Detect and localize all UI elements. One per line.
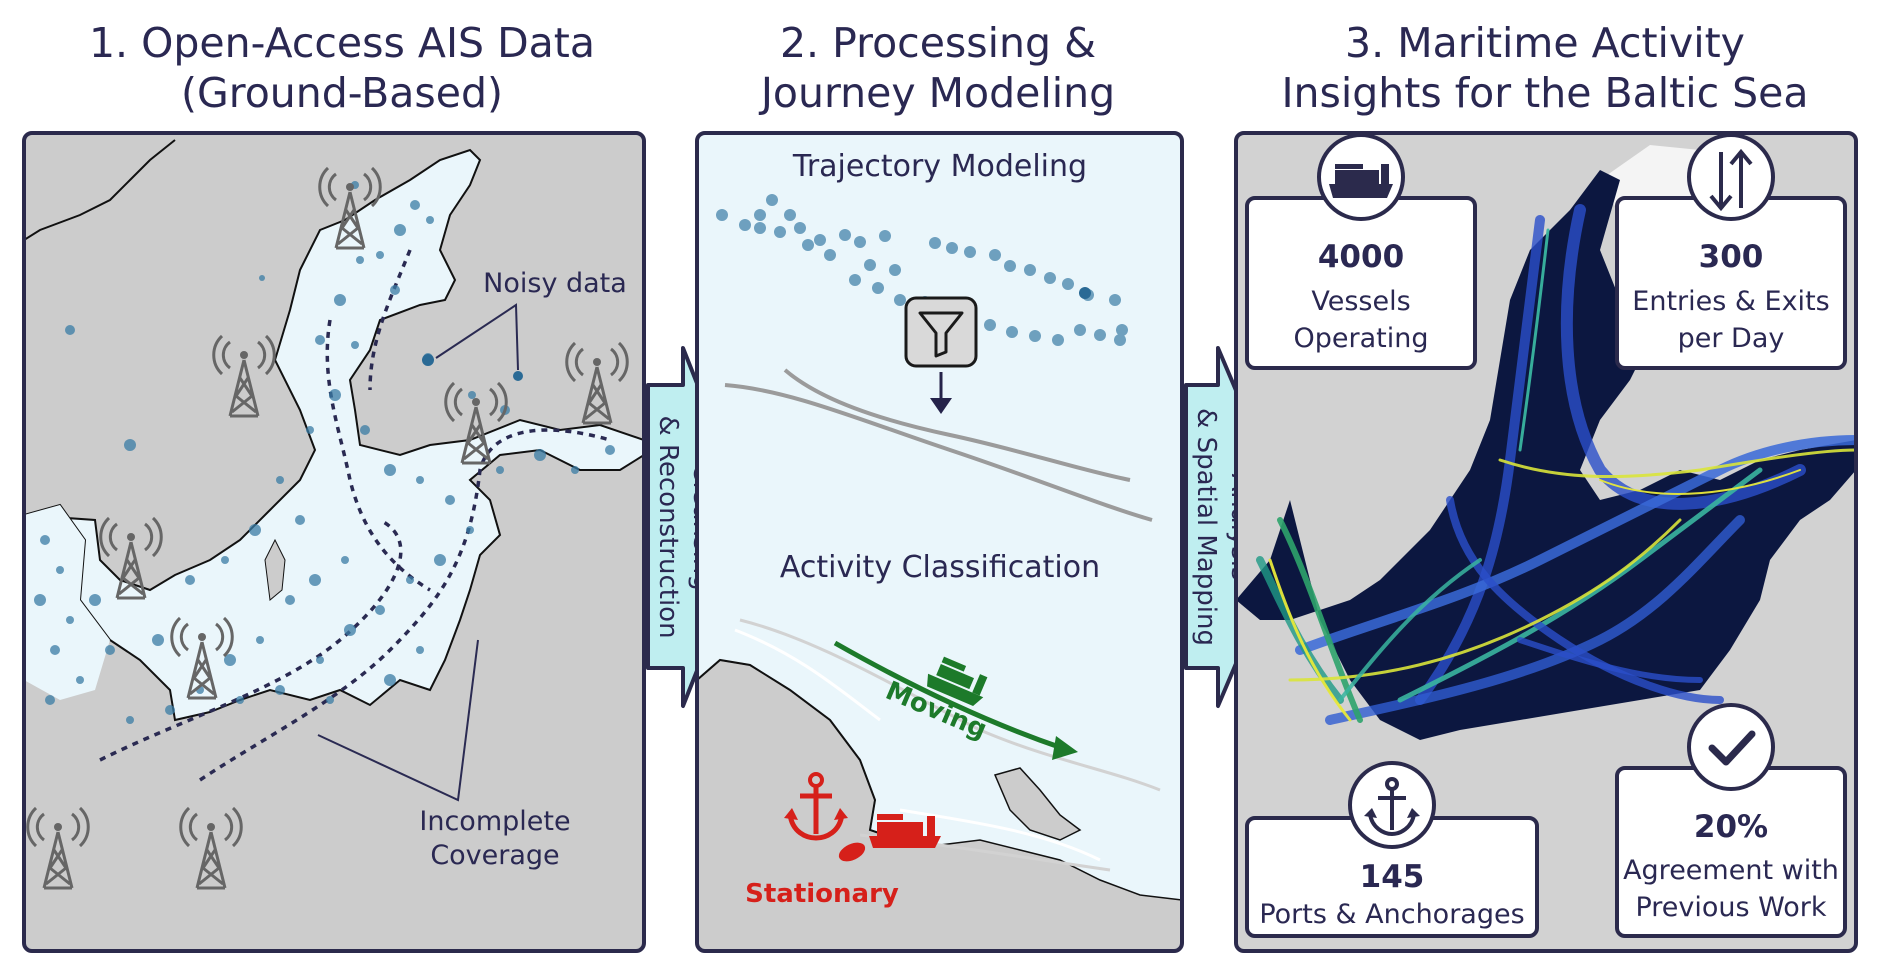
stat-card-entries: 300 Entries & Exits per Day [1615, 133, 1847, 370]
panel2-title: 2. Processing & Journey Modeling [692, 18, 1184, 118]
funnel-icon [918, 311, 964, 358]
panel2-title-line1: 2. Processing & [779, 19, 1097, 67]
vessels-value: 4000 [1318, 239, 1404, 275]
panel3-title: 3. Maritime Activity Insights for the Ba… [1232, 18, 1858, 118]
anchor-icon [1364, 777, 1420, 837]
ports-line1: Ports & Anchorages [1259, 899, 1524, 930]
heatmap-sea [1236, 170, 1856, 740]
stat-card-ports: 145 Ports & Anchorages [1245, 761, 1539, 938]
noisy-data-label: Noisy data [483, 268, 627, 299]
vessels-line2: Operating [1294, 323, 1429, 354]
ports-value: 145 [1360, 859, 1425, 895]
entries-line2: per Day [1678, 323, 1785, 354]
checkmark-icon [1708, 730, 1756, 766]
vessels-line1: Vessels [1311, 286, 1410, 317]
stationary-ship-icon [869, 814, 941, 848]
agreement-line1: Agreement with [1623, 855, 1839, 886]
moving-ship-icon [927, 656, 988, 706]
incomplete-coverage-line2: Coverage [430, 840, 559, 871]
entries-line1: Entries & Exits [1632, 286, 1829, 317]
smoothed-trajectory-1 [783, 368, 1131, 482]
agreement-value: 20% [1694, 809, 1768, 845]
stat-card-agreement: 20% Agreement with Previous Work [1615, 703, 1847, 938]
up-down-arrows-icon [1709, 148, 1753, 212]
activity-classification-label: Activity Classification [780, 550, 1100, 585]
panel1-frame [22, 131, 646, 953]
stationary-area [838, 842, 866, 862]
stat-card-vessels: 4000 Vessels Operating [1245, 133, 1477, 370]
gotland-island [264, 538, 286, 601]
panel3-title-line2: Insights for the Baltic Sea [1281, 69, 1809, 117]
ship-icon [1329, 164, 1393, 198]
panel2-title-line2: Journey Modeling [760, 69, 1116, 117]
smoothed-trajectory-2 [724, 383, 1153, 522]
anchor-icon-red [784, 772, 848, 841]
stationary-label: Stationary [745, 879, 899, 909]
arrow1-line2: & Reconstruction [653, 415, 683, 638]
panel1-map [24, 133, 644, 951]
moving-arrow [833, 640, 1063, 751]
island-shape [993, 767, 1082, 841]
arrow2-line2: & Spatial Mapping [1191, 408, 1221, 646]
filter-funnel-box [904, 296, 978, 368]
panel3-frame [1234, 131, 1858, 953]
incomplete-coverage-line1: Incomplete [419, 806, 570, 837]
panel1-title: 1. Open-Access AIS Data (Ground-Based) [20, 18, 664, 118]
agreement-line2: Previous Work [1635, 892, 1826, 923]
panel2-content [697, 133, 1182, 951]
panel2-frame [695, 131, 1184, 953]
trajectory-modeling-label: Trajectory Modeling [792, 149, 1087, 184]
baltic-sea-shape [24, 148, 644, 722]
entries-value: 300 [1699, 239, 1764, 275]
panel1-title-line2: (Ground-Based) [181, 69, 503, 117]
kattegat-water [24, 505, 110, 700]
panel1-title-line1: 1. Open-Access AIS Data [88, 19, 596, 67]
panel3-title-line1: 3. Maritime Activity [1345, 19, 1745, 67]
